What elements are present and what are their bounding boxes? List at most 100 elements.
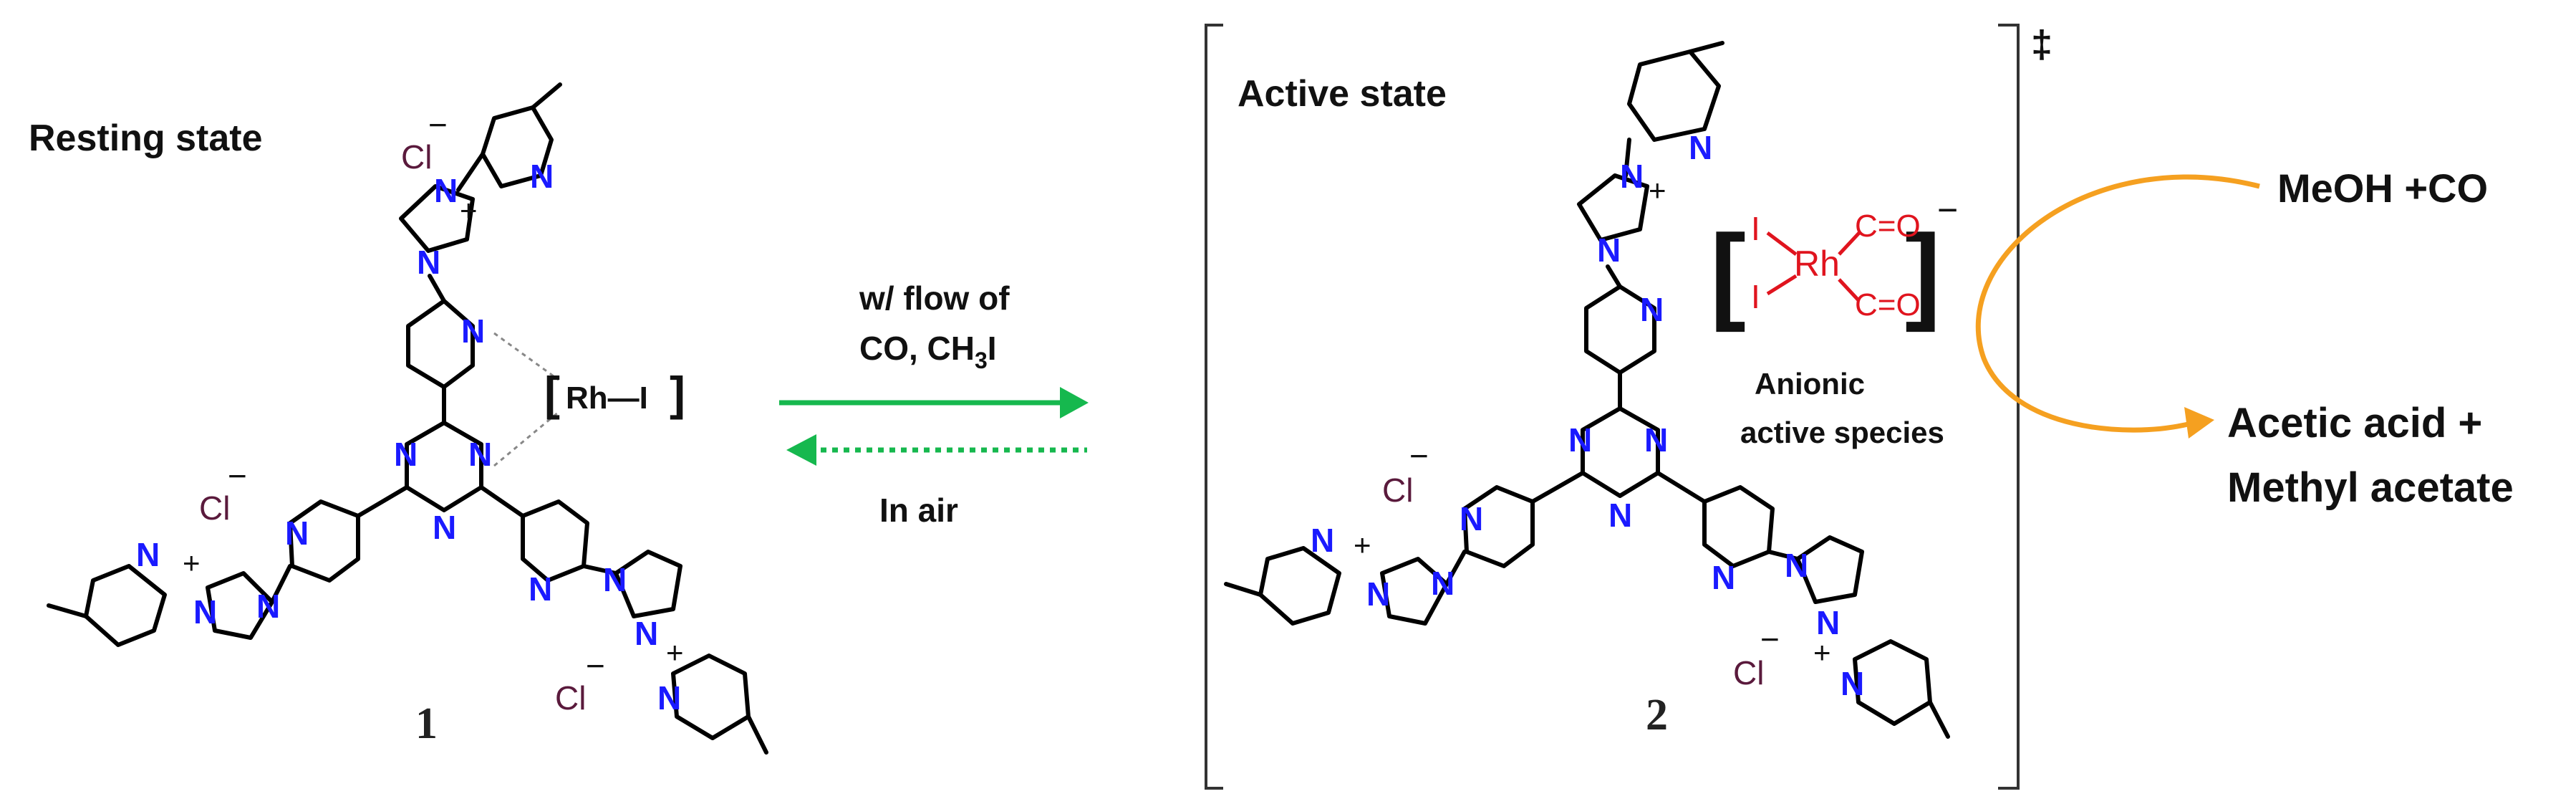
active-right-chloride: Cl: [1733, 654, 1764, 691]
compound-1-number: 1: [415, 699, 438, 748]
active-left-terminal-pyridine-ring: [1258, 546, 1341, 626]
active-left-pyridine-imidazolium-link: [1444, 550, 1467, 586]
left-pyridine-imidazolium-link: [270, 564, 292, 604]
active-left-imidazolium-n2: N: [1366, 575, 1390, 613]
active-right-imidazolium-n2: N: [1816, 604, 1840, 641]
active-right-imidazolium-ring: [1795, 535, 1864, 604]
triazine-n1: N: [468, 436, 492, 473]
active-right-imidazolium-charge: +: [1813, 636, 1831, 669]
anion-bracket-open: [: [1710, 212, 1746, 332]
active-right-arm-link: [1656, 471, 1707, 504]
right-pyridine-ring: [521, 499, 589, 583]
anion-rhodium: Rh: [1794, 244, 1840, 284]
active-right-pyridine-nitrogen: N: [1712, 559, 1735, 596]
upper-pyridine-nitrogen: N: [461, 312, 485, 350]
top-pyridine-imidazolium-bond: [456, 152, 485, 192]
forward-condition-co-ch: CO, CH: [859, 330, 975, 367]
active-left-chloride-charge: −: [1409, 437, 1429, 474]
active-triazine-n2: N: [1568, 421, 1592, 459]
left-methyl-bond: [47, 603, 88, 618]
right-terminal-pyridine-ring: [671, 654, 751, 740]
active-right-bracket: [1998, 24, 2020, 790]
forward-condition-subscript: 3: [975, 348, 988, 373]
right-arm-link: [479, 485, 525, 518]
top-chloride-charge: −: [428, 106, 448, 143]
product-line2: Methyl acetate: [2227, 464, 2514, 511]
catalytic-cycle-arrow: [1975, 174, 2260, 433]
active-upper-pyridine-link: [1606, 264, 1622, 289]
left-arm-link: [356, 485, 409, 518]
right-terminal-pyridine-nitrogen: N: [657, 679, 681, 717]
anionic-label-line2: active species: [1740, 416, 1944, 449]
catalytic-cycle-arrowhead: [2184, 407, 2214, 439]
active-top-pyridine-nitrogen: N: [1689, 129, 1712, 166]
compound-2-number: 2: [1646, 691, 1668, 739]
active-top-pyridine-ring: [1627, 49, 1721, 142]
rh-carbonyl-anion: [ ] − I I Rh C=O C=O: [1710, 190, 1958, 332]
forward-condition-iodide: I: [988, 330, 997, 367]
active-top-imidazolium-charge: +: [1649, 173, 1666, 207]
active-upper-pyridine-nitrogen: N: [1640, 291, 1664, 328]
rh-coordination-dash-2: [493, 411, 559, 467]
active-top-imidazolium-n1: N: [1620, 158, 1644, 195]
active-state-label: Active state: [1238, 73, 1447, 115]
reverse-condition: In air: [879, 492, 958, 529]
anion-bond-co-top: [1838, 231, 1861, 256]
right-pyridine-imidazolium-link: [582, 564, 618, 575]
triazine-n2: N: [394, 436, 418, 473]
anionic-label-line1: Anionic: [1755, 367, 1865, 401]
right-chloride-charge: −: [586, 647, 605, 684]
active-right-chloride-charge: −: [1760, 621, 1780, 658]
left-pyridine-nitrogen: N: [285, 514, 309, 552]
rh-i-complex: Rh—I: [566, 380, 648, 416]
forward-condition-line1: w/ flow of: [859, 279, 1010, 317]
anion-carbonyl-bottom: C=O: [1855, 287, 1921, 322]
right-imidazolium-n1: N: [603, 561, 627, 598]
top-chloride: Cl: [401, 138, 432, 176]
top-imidazolium-ring: [399, 184, 475, 253]
active-left-chloride: Cl: [1382, 471, 1413, 509]
anion-charge: −: [1937, 190, 1958, 230]
active-right-imidazolium-n1: N: [1785, 547, 1808, 584]
active-triazine-n3: N: [1608, 497, 1632, 534]
active-top-methyl-bond: [1688, 41, 1724, 54]
active-right-methyl-bond: [1928, 700, 1950, 739]
active-left-imidazolium-n1: N: [1431, 565, 1455, 602]
right-methyl-bond: [746, 714, 768, 755]
conversion-arrows: w/ flow of CO, CH3I In air: [779, 279, 1089, 529]
product-line1: Acetic acid +: [2227, 400, 2482, 446]
rh-i-bracket-close: ]: [670, 367, 685, 420]
forward-condition-line2: CO, CH3I: [859, 330, 997, 373]
catalytic-reaction: MeOH +CO Acetic acid + Methyl acetate: [1975, 166, 2514, 511]
anion-iodide-top: I: [1751, 210, 1760, 247]
right-imidazolium-n2: N: [635, 615, 658, 652]
left-terminal-pyridine-nitrogen: N: [136, 536, 160, 573]
anion-carbonyl-top: C=O: [1855, 209, 1921, 244]
active-right-pyridine-imidazolium-link: [1767, 550, 1800, 561]
reactants-label: MeOH +CO: [2277, 166, 2488, 211]
left-imidazolium-n1: N: [256, 588, 280, 625]
right-imidazolium-charge: +: [666, 636, 684, 669]
active-right-pyridine-ring: [1702, 485, 1775, 568]
active-top-imidazolium-ring: [1577, 173, 1649, 242]
active-right-terminal-pyridine-ring: [1853, 639, 1932, 726]
right-pyridine-nitrogen: N: [529, 570, 552, 608]
active-top-imidazolium-n2: N: [1597, 231, 1621, 269]
active-left-imidazolium-charge: +: [1354, 528, 1371, 562]
active-triazine-n1: N: [1644, 421, 1668, 459]
triazine-n3: N: [433, 509, 456, 546]
active-left-imidazolium-ring: [1380, 557, 1449, 626]
anion-bond-i-top: [1766, 231, 1798, 256]
anion-bond-i-bottom: [1766, 274, 1798, 296]
active-left-bracket: [1205, 24, 1223, 790]
triazine-ring: [405, 421, 483, 512]
resting-state-panel: Resting state N N + N Cl − N [ Rh—I ] N …: [29, 82, 768, 755]
active-left-pyridine-nitrogen: N: [1460, 500, 1483, 537]
left-chloride: Cl: [199, 489, 230, 527]
left-imidazolium-n2: N: [193, 593, 217, 631]
top-imidazolium-charge: +: [460, 193, 478, 227]
left-terminal-pyridine-ring: [84, 564, 167, 647]
left-chloride-charge: −: [228, 457, 247, 494]
rh-i-bracket-open: [: [544, 367, 560, 420]
anion-iodide-bottom: I: [1751, 278, 1760, 315]
